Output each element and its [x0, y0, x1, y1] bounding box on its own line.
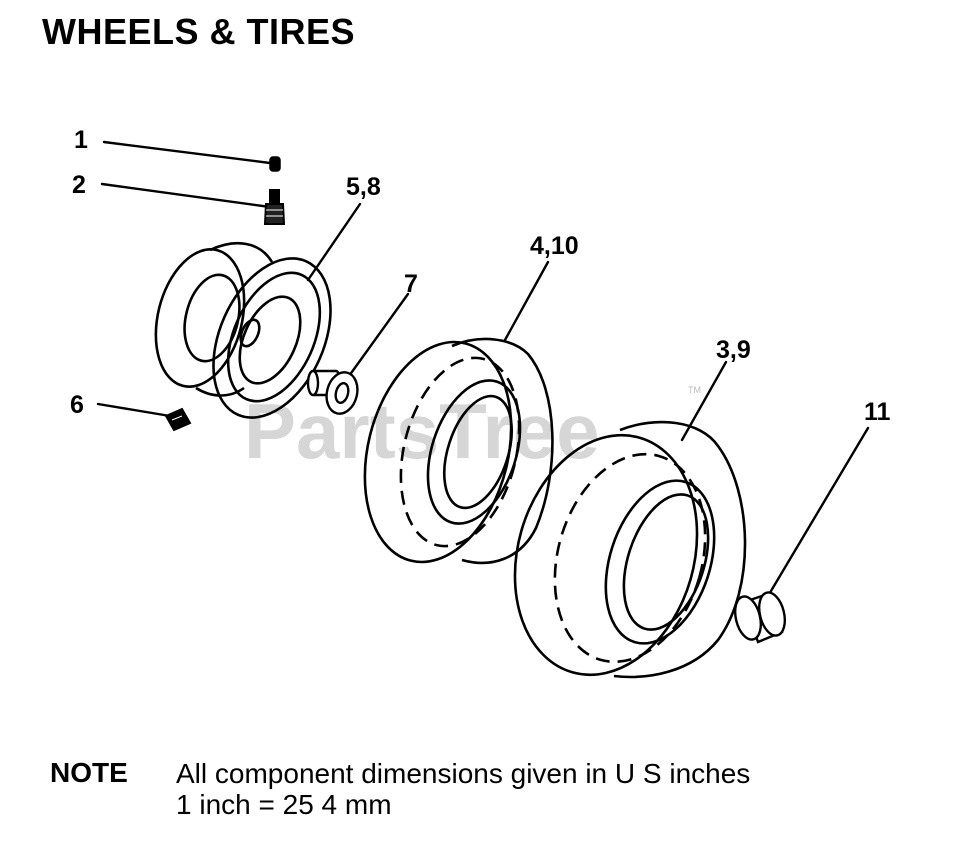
note-line-dimensions: All component dimensions given in U S in… [176, 758, 751, 789]
tire-part-3-9 [513, 420, 747, 679]
leader-line-39 [680, 360, 728, 442]
trademark-mark: TM [688, 385, 701, 395]
bearing-part [733, 591, 787, 644]
note-label: NOTE [50, 757, 128, 788]
valve-stem-part [263, 189, 286, 225]
tire-part-4-10 [363, 337, 554, 565]
callout-11: 11 [864, 398, 891, 426]
callout-6: 6 [70, 391, 84, 419]
callout-4-10: 4,10 [530, 232, 579, 260]
bolt-part [164, 407, 192, 432]
watermark: PartsTree [244, 387, 600, 475]
note-body: All component dimensions given in U S in… [176, 758, 750, 820]
callout-1: 1 [74, 126, 88, 154]
note-block: NOTE All component dimensions given in U… [50, 757, 750, 821]
valve-cap-part [269, 156, 281, 172]
callout-3-9: 3,9 [716, 336, 751, 364]
callout-7: 7 [404, 270, 418, 298]
bushing-part [306, 369, 359, 415]
callout-5-8: 5,8 [346, 173, 381, 201]
leader-line-11 [766, 426, 870, 598]
leader-line-1 [102, 140, 272, 165]
leader-line-6 [96, 402, 172, 418]
leader-line-410 [503, 260, 550, 342]
note-line-conversion: 1 inch = 25 4 mm [176, 789, 392, 820]
wheel-rim-part [154, 242, 332, 419]
leader-line-7 [347, 292, 410, 378]
leader-line-2 [100, 182, 272, 209]
page-title: WHEELS & TIRES [42, 11, 356, 52]
callout-2: 2 [72, 171, 86, 199]
